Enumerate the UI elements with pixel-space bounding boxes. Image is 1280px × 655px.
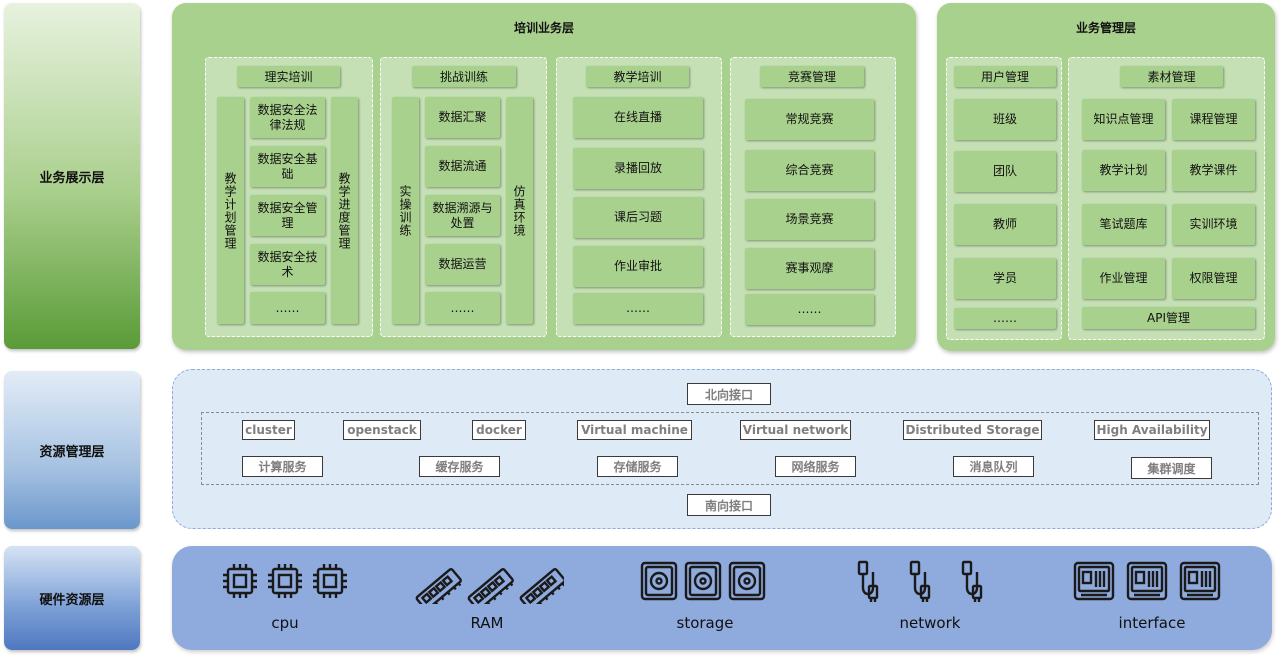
resource-dash-frame (201, 412, 1259, 485)
hardware-label-interface: interface (1118, 614, 1186, 632)
tech-tag-cluster: cluster (242, 420, 295, 440)
service-tag: 网络服务 (775, 456, 856, 477)
hardware-label-storage: storage (676, 614, 734, 632)
tech-tag-distributed-storage: Distributed Storage (903, 420, 1042, 440)
materials-item: 笔试题库 (1082, 204, 1165, 245)
api-management-box: API管理 (1082, 307, 1255, 329)
tech-tag-docker: docker (472, 420, 526, 440)
tech-tag-virtual-network: Virtual network (740, 420, 851, 440)
challenge-item: 数据流通 (425, 146, 500, 187)
theory-left-bar: 教学计划管理 (217, 97, 244, 324)
teaching-item: 在线直播 (573, 97, 703, 138)
materials-item: 权限管理 (1172, 258, 1255, 299)
cpu-chip-icon (223, 564, 347, 598)
theory-group-title: 理实培训 (237, 66, 340, 87)
network-cable-icon (857, 560, 983, 602)
business-layer-title: 业务管理层 (1075, 21, 1136, 35)
challenge-group-title: 挑战训练 (412, 66, 516, 87)
challenge-item: 数据溯源与处置 (425, 195, 500, 236)
challenge-left-bar: 实操训练 (392, 97, 419, 324)
hardware-label-ram: RAM (470, 614, 504, 632)
materials-item: 知识点管理 (1082, 99, 1165, 140)
competition-item: 场景竞赛 (745, 199, 874, 240)
users-item: 团队 (954, 151, 1056, 192)
theory-item: 数据安全管理 (250, 195, 325, 236)
competition-item: …… (745, 294, 874, 325)
users-item: 班级 (954, 99, 1056, 140)
service-tag: 存储服务 (597, 456, 678, 477)
materials-item: 实训环境 (1172, 204, 1255, 245)
tech-tag-high-availability: High Availability (1094, 420, 1210, 440)
challenge-item: …… (425, 292, 500, 324)
interface-port-icon (1073, 561, 1221, 601)
service-tag: 计算服务 (242, 456, 323, 477)
users-item: …… (954, 308, 1056, 329)
users-item: 学员 (954, 258, 1056, 299)
layer-label-resource: 资源管理层 (4, 371, 140, 529)
materials-group-title: 素材管理 (1120, 66, 1223, 87)
challenge-item: 数据汇聚 (425, 97, 500, 138)
theory-item: …… (250, 292, 325, 324)
users-item: 教师 (954, 204, 1056, 245)
materials-item: 作业管理 (1082, 258, 1165, 299)
competition-item: 综合竞赛 (745, 150, 874, 191)
theory-right-bar: 教学进度管理 (331, 97, 358, 324)
north-interface: 北向接口 (687, 383, 771, 405)
service-tag: 集群调度 (1131, 457, 1212, 479)
users-group-title: 用户管理 (954, 66, 1056, 87)
ram-stick-icon (415, 568, 564, 604)
competition-item: 常规竞赛 (745, 99, 874, 140)
materials-item: 教学课件 (1172, 150, 1255, 191)
challenge-right-bar: 仿真环境 (506, 97, 533, 324)
teaching-item: …… (573, 293, 703, 324)
challenge-item: 数据运营 (425, 244, 500, 285)
service-tag: 消息队列 (953, 456, 1034, 477)
training-layer-title: 培训业务层 (513, 21, 574, 35)
theory-item: 数据安全技术 (250, 244, 325, 285)
hard-disk-icon (640, 561, 766, 601)
service-tag: 缓存服务 (419, 456, 500, 477)
teaching-group-title: 教学培训 (586, 66, 689, 87)
tech-tag-virtual-machine: Virtual machine (577, 420, 692, 440)
hardware-label-cpu: cpu (271, 614, 299, 632)
hardware-label-network: network (899, 614, 961, 632)
teaching-item: 录播回放 (573, 148, 703, 189)
theory-item: 数据安全法律法规 (250, 97, 325, 138)
teaching-item: 课后习题 (573, 197, 703, 238)
teaching-item: 作业审批 (573, 246, 703, 287)
layer-label-hardware: 硬件资源层 (4, 546, 140, 650)
materials-item: 课程管理 (1172, 99, 1255, 140)
theory-item: 数据安全基础 (250, 146, 325, 187)
materials-item: 教学计划 (1082, 150, 1165, 191)
competition-item: 赛事观摩 (745, 248, 874, 289)
south-interface: 南向接口 (687, 494, 771, 516)
tech-tag-openstack: openstack (343, 420, 421, 440)
competition-group-title: 竞赛管理 (760, 66, 864, 87)
layer-label-display: 业务展示层 (4, 3, 140, 349)
